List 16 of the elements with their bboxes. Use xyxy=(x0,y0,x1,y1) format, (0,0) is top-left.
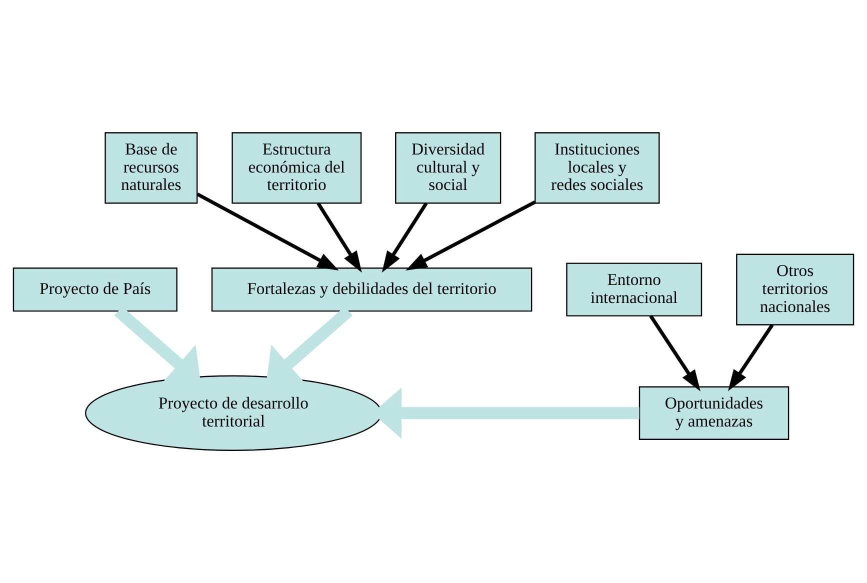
arrow xyxy=(196,192,339,271)
node-box: Instituciones locales y redes sociales xyxy=(534,132,660,204)
node-box: Entorno internacional xyxy=(566,262,702,316)
node-box: Otros territorios nacionales xyxy=(736,254,854,326)
node-box: Base de recursos naturales xyxy=(104,132,198,204)
node-box: Estructura económica del territorio xyxy=(232,132,362,204)
node-box: Oportunidades y amenazas xyxy=(638,386,790,440)
node-ellipse: Proyecto de desarrollo territorial xyxy=(85,375,382,451)
node-box: Diversidad cultural y social xyxy=(395,132,502,204)
arrow xyxy=(649,314,700,392)
node-box: Proyecto de País xyxy=(12,268,178,312)
arrow xyxy=(728,324,774,392)
node-box: Fortalezas y debilidades del territorio xyxy=(211,268,532,312)
arrow xyxy=(406,200,536,270)
arrow xyxy=(316,202,362,273)
arrow xyxy=(382,202,428,273)
